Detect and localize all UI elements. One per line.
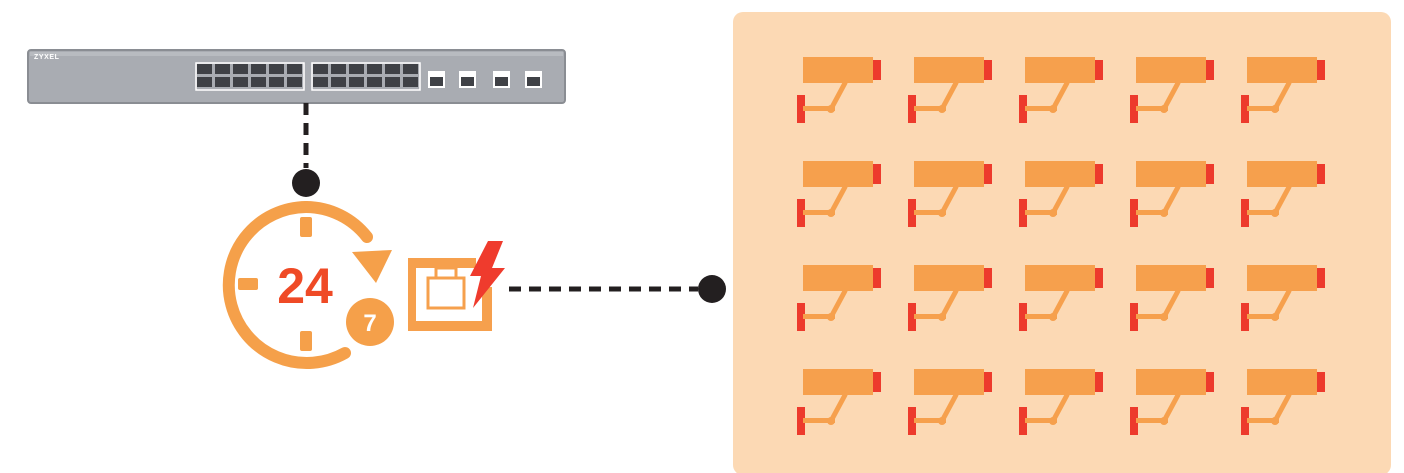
switch-port	[233, 64, 248, 74]
switch-port	[403, 64, 418, 74]
switch-port	[403, 77, 418, 87]
switch-port	[385, 77, 400, 87]
switch-port	[367, 77, 382, 87]
switch-port	[349, 64, 364, 74]
network-switch-icon: ZYXEL	[28, 50, 565, 103]
switch-port	[287, 64, 302, 74]
switch-port	[251, 64, 266, 74]
switch-port	[313, 64, 328, 74]
connector-node-right	[698, 275, 726, 303]
sfp-slot	[495, 77, 508, 86]
switch-port	[215, 64, 230, 74]
switch-brand-label: ZYXEL	[34, 54, 60, 61]
switch-port	[367, 64, 382, 74]
connector-switch-to-clock	[292, 103, 320, 197]
days-label: 7	[363, 310, 376, 337]
switch-port	[287, 77, 302, 87]
switch-port	[331, 64, 346, 74]
switch-port	[349, 77, 364, 87]
switch-port	[269, 77, 284, 87]
sfp-slot	[430, 77, 443, 86]
switch-port	[215, 77, 230, 87]
sfp-slot	[527, 77, 540, 86]
connector-port-to-cameras	[509, 275, 726, 303]
switch-port	[331, 77, 346, 87]
sfp-slot	[461, 77, 474, 86]
switch-port	[251, 77, 266, 87]
connector-node-top	[292, 169, 320, 197]
switch-port	[197, 64, 212, 74]
switch-port	[269, 64, 284, 74]
clock-24-7-icon: 24 7	[229, 207, 394, 363]
switch-port	[233, 77, 248, 87]
switch-port	[197, 77, 212, 87]
hours-label: 24	[277, 258, 333, 314]
switch-port	[313, 77, 328, 87]
switch-port	[385, 64, 400, 74]
